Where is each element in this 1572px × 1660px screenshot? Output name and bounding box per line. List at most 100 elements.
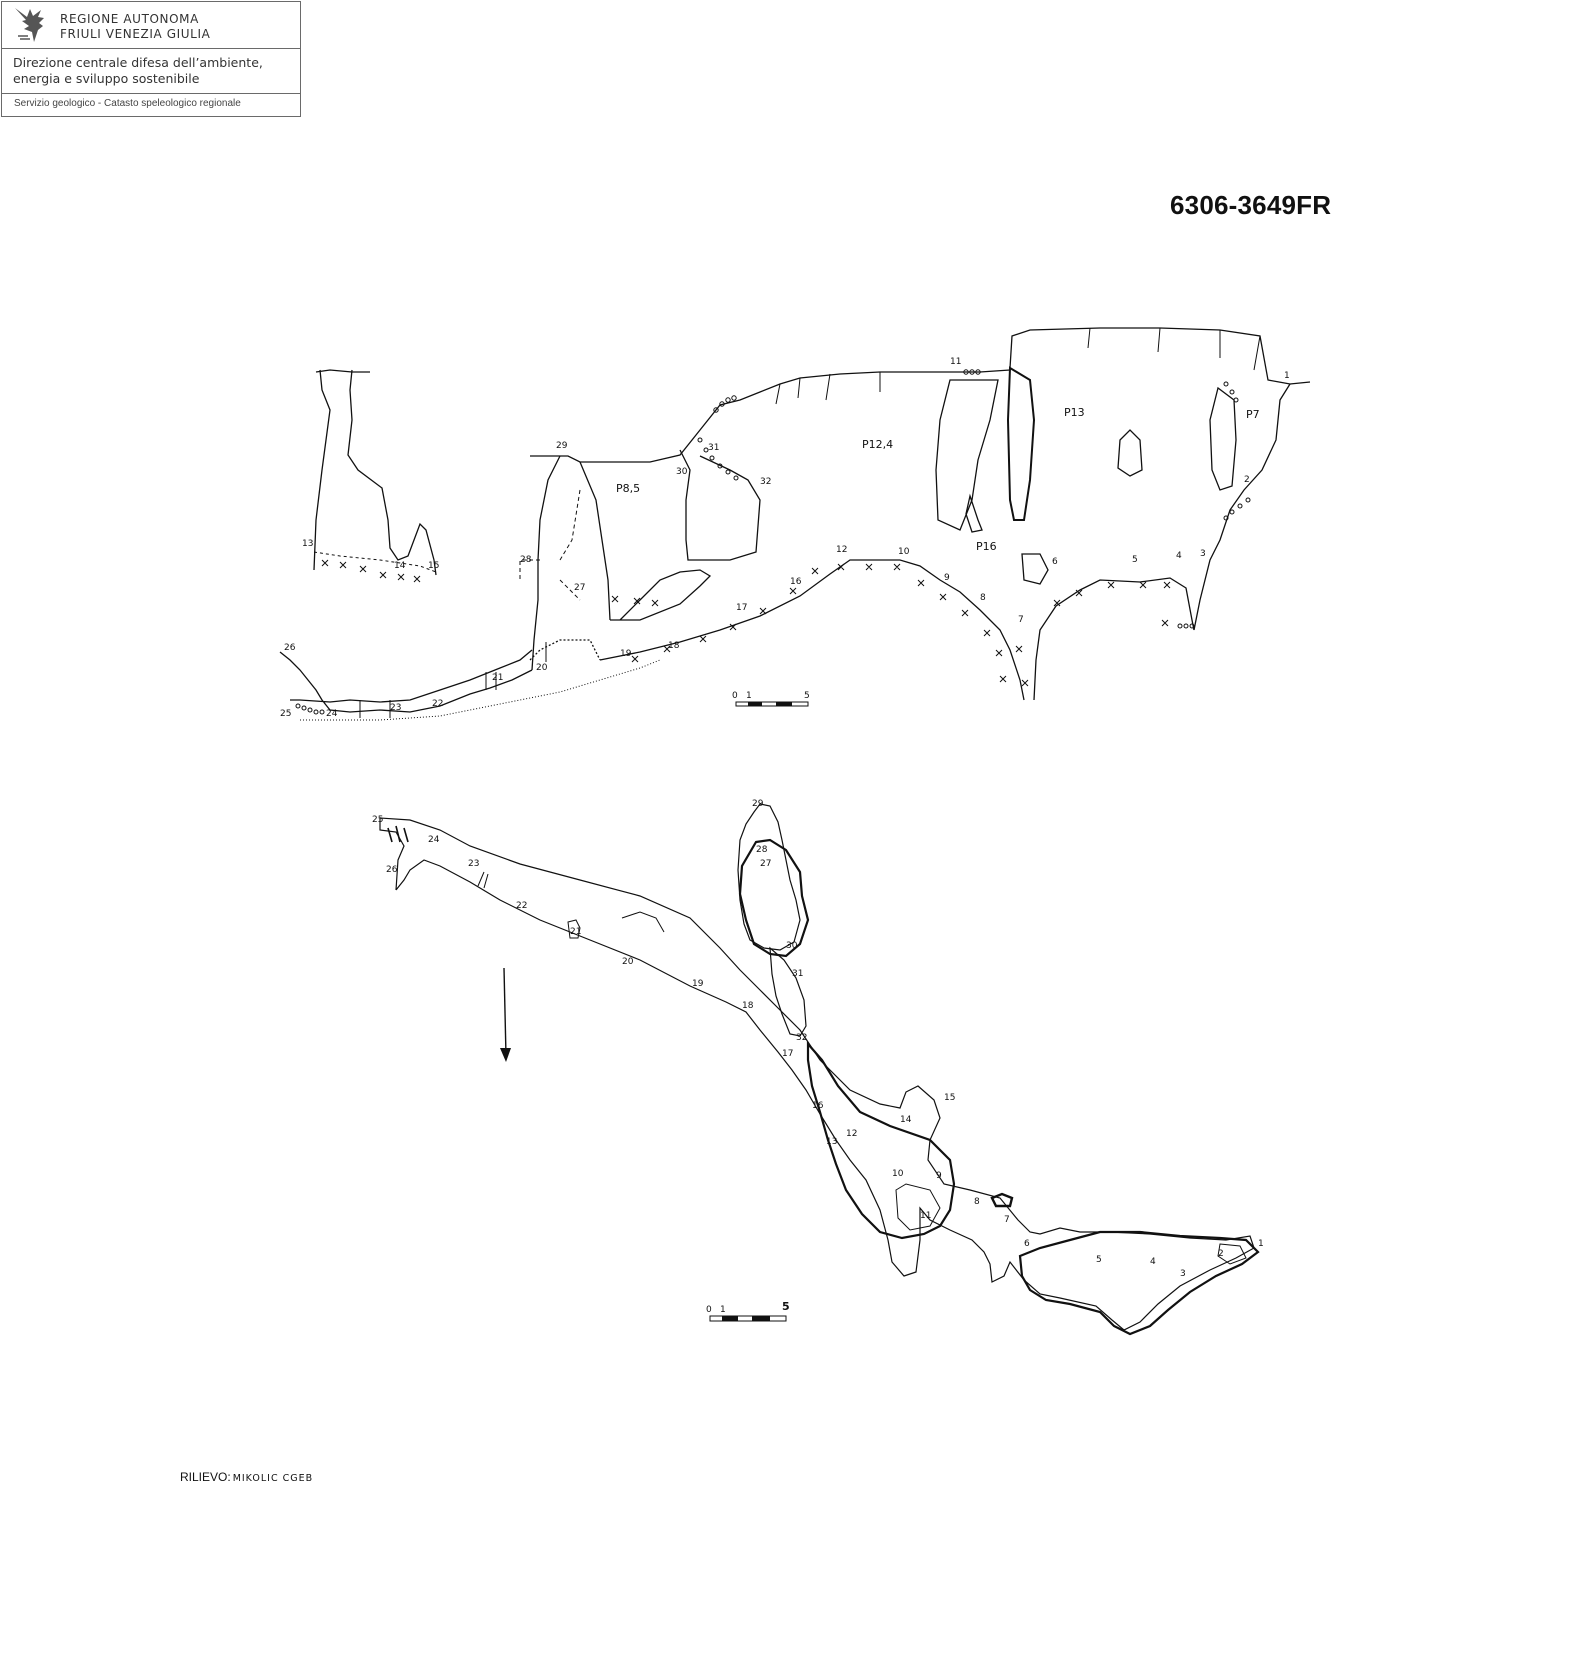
section-station: 9 (944, 573, 950, 583)
pitch-label-p13: P13 (1064, 406, 1085, 419)
plan-station: 24 (428, 835, 440, 845)
north-arrow-icon (500, 967, 511, 1062)
section-shaft-left (313, 369, 437, 576)
plan-station: 15 (944, 1093, 955, 1103)
survey-credit: RILIEVO:MIKOLIC CGEB (180, 1470, 313, 1484)
section-passage-hatch (300, 659, 661, 721)
section-station: 28 (520, 555, 532, 565)
section-scale-one: 1 (746, 691, 752, 701)
plan-station: 8 (974, 1197, 980, 1207)
section-station: 27 (574, 583, 585, 593)
plan-station: 32 (796, 1033, 807, 1043)
plan-view: 1 2 3 4 5 6 7 8 9 10 11 12 13 14 15 16 1… (372, 799, 1264, 1336)
section-scale-five: 5 (804, 691, 810, 701)
section-station: 18 (668, 641, 680, 651)
plan-station: 21 (570, 927, 581, 937)
section-scale-bar: 0 1 5 (732, 691, 810, 707)
plan-pitch-31 (769, 946, 807, 1037)
pitch-label-p7: P7 (1246, 408, 1260, 421)
plan-station: 22 (516, 901, 527, 911)
section-scale-zero: 0 (732, 691, 738, 701)
section-floor-right (1193, 383, 1291, 631)
survey-label: RILIEVO: (180, 1470, 231, 1484)
plan-station: 4 (1150, 1257, 1156, 1267)
section-shaft-left-floor (313, 551, 437, 573)
section-surface-ticks (775, 327, 1261, 405)
pitch-label-p85: P8,5 (616, 482, 640, 495)
region-name: REGIONE AUTONOMA FRIULI VENEZIA GIULIA (60, 12, 210, 42)
section-view: P8,5 P12,4 P13 P7 P16 1 2 3 4 5 6 7 8 9 … (279, 327, 1311, 721)
section-rope-chains (295, 369, 1251, 715)
plan-pitch-27 (738, 838, 810, 958)
cave-code: 6306-3649FR (1170, 190, 1332, 220)
section-station: 26 (284, 643, 296, 653)
section-passage-dividers (359, 642, 547, 718)
eagle-logo-icon (15, 8, 44, 42)
section-station: 30 (676, 467, 688, 477)
section-station: 8 (980, 593, 986, 603)
plan-station: 7 (1004, 1215, 1010, 1225)
plan-station: 25 (372, 815, 383, 825)
plan-station: 18 (742, 1001, 754, 1011)
section-station: 7 (1018, 615, 1024, 625)
plan-pitch-8-hole (990, 1192, 1014, 1208)
plan-station: 6 (1024, 1239, 1030, 1249)
section-pitch-p7 (1209, 386, 1237, 491)
section-station: 6 (1052, 557, 1058, 567)
section-station: 17 (736, 603, 747, 613)
section-station: 22 (432, 699, 443, 709)
plan-pitch-29 (737, 803, 801, 951)
section-station: 3 (1200, 549, 1206, 559)
section-breakdown-marks (321, 559, 1171, 687)
plan-scale-one: 1 (720, 1305, 726, 1315)
section-surface-line (530, 327, 1311, 463)
pitch-label-p16: P16 (976, 540, 997, 553)
section-station: 4 (1176, 551, 1182, 561)
plan-scale-bar: 0 1 5 (706, 1300, 790, 1322)
header-box: REGIONE AUTONOMA FRIULI VENEZIA GIULIA D… (1, 1, 301, 117)
section-station: 25 (280, 709, 291, 719)
plan-entrance-hatch (387, 825, 409, 843)
section-station: 13 (302, 539, 313, 549)
plan-station: 1 (1258, 1239, 1264, 1249)
plan-station: 19 (692, 979, 704, 989)
section-station: 16 (790, 577, 802, 587)
plan-station: 16 (812, 1101, 824, 1111)
section-shaft-left-rim (315, 369, 370, 373)
service-name: Servizio geologico - Catasto speleologic… (14, 98, 241, 109)
section-station: 10 (898, 547, 910, 557)
section-pitch-p16-blocks (965, 493, 1049, 585)
section-station: 32 (760, 477, 771, 487)
region-line-2: FRIULI VENEZIA GIULIA (60, 27, 211, 41)
plan-station: 10 (892, 1169, 904, 1179)
header-region-row: REGIONE AUTONOMA FRIULI VENEZIA GIULIA (2, 2, 300, 49)
section-pitch-p13-block (1117, 429, 1143, 477)
section-floor-line (599, 559, 1195, 701)
plan-station: 9 (936, 1171, 942, 1181)
section-lower-passage-ceiling (529, 639, 601, 661)
plan-scale-zero: 0 (706, 1305, 712, 1315)
plan-scale-five: 5 (782, 1300, 790, 1313)
section-station: 23 (390, 703, 401, 713)
plan-station: 30 (786, 941, 798, 951)
section-station: 1 (1284, 371, 1290, 381)
section-pitch-p13-wall (1006, 366, 1036, 521)
section-station: 29 (556, 441, 568, 451)
header-service-row: Servizio geologico - Catasto speleologic… (2, 94, 300, 116)
plan-junction-lines (477, 871, 665, 933)
plan-station: 28 (756, 845, 768, 855)
plan-pitch-11-inner (895, 1183, 941, 1231)
section-station: 5 (1132, 555, 1138, 565)
plan-station: 3 (1180, 1269, 1186, 1279)
plan-chamber-1-inner (1217, 1243, 1247, 1265)
plan-pitch-13 (806, 1041, 956, 1240)
plan-station: 29 (752, 799, 764, 809)
section-station: 14 (394, 561, 406, 571)
plan-station: 20 (622, 957, 634, 967)
plan-station-labels: 1 2 3 4 5 6 7 8 9 10 11 12 13 14 15 16 1… (372, 799, 1264, 1279)
section-station: 24 (326, 709, 338, 719)
department-line-1: Direzione centrale difesa dell’ambiente, (13, 55, 263, 70)
plan-station: 11 (920, 1211, 931, 1221)
section-station: 31 (708, 443, 719, 453)
